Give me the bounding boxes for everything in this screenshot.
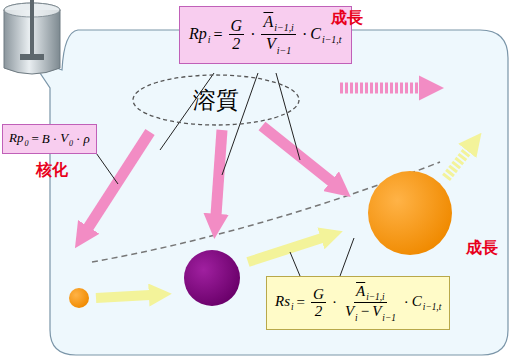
large-particle (368, 171, 452, 255)
operator: · (76, 131, 80, 147)
denominator: Vi−1 (264, 35, 293, 56)
symbol: G (313, 286, 324, 302)
subscript: i (355, 313, 358, 323)
fraction: G2 (311, 286, 326, 320)
annotation-label: 成長 (466, 238, 498, 259)
operator: = (214, 26, 223, 44)
subscript: 0 (69, 139, 73, 148)
symbol: Rs (275, 293, 290, 309)
subscripted-symbol: Ci−1,t (412, 293, 441, 312)
symbol: Rp (189, 25, 207, 42)
operator: − (361, 303, 369, 319)
nucleation-formula-box: Rp0=B·V0·ρ (2, 124, 97, 154)
subscripted-symbol: Rp0 (9, 130, 28, 148)
denominator: Vi−Vi−1 (343, 303, 398, 322)
subscripted-symbol: Vi−1 (266, 35, 291, 52)
nucleation-arrow (88, 132, 150, 228)
subscript: i (291, 302, 294, 312)
growth-formula-box: Rsi=G2·Ai−1,iVi−Vi−1·Ci−1,t (266, 276, 450, 330)
symbol: V (60, 130, 68, 145)
subscript: i−1,i (274, 22, 294, 33)
subscripted-symbol: Vi (345, 303, 358, 319)
subscripted-symbol: Rsi (275, 293, 294, 312)
operator: · (53, 131, 57, 147)
nucleus (69, 288, 89, 308)
symbol: V (266, 35, 276, 52)
operator: = (31, 131, 38, 147)
fraction: Ai−1,iVi−1 (261, 13, 295, 57)
class-arrow (446, 150, 468, 178)
symbol: A (263, 13, 273, 30)
symbol: ρ (83, 131, 89, 147)
denominator: 2 (313, 303, 325, 320)
solute-ellipse: 溶質 (132, 74, 300, 126)
outflow-arrow (340, 83, 420, 94)
class-arrow (248, 238, 322, 262)
subscript: i−1,i (366, 292, 384, 302)
operator: · (332, 294, 337, 311)
operator: · (250, 26, 255, 44)
numerator: Ai−1,i (354, 283, 387, 303)
growth-arrow (262, 126, 332, 182)
class-arrow (96, 295, 150, 298)
subscripted-symbol: Ai−1,i (356, 283, 385, 299)
leader-lines (94, 73, 354, 276)
particle (184, 250, 240, 306)
operator: · (302, 26, 307, 44)
subscripted-symbol: Rpi (189, 25, 211, 45)
symbol: Rp (9, 130, 23, 145)
fraction: G2 (229, 17, 245, 53)
subscript: i−1 (277, 45, 291, 56)
solute-label: 溶質 (193, 85, 239, 116)
subscript: i (208, 34, 211, 45)
denominator: 2 (230, 35, 242, 53)
symbol: C (310, 25, 321, 42)
symbol: 2 (232, 35, 240, 52)
symbol: V (372, 303, 381, 319)
symbol: G (231, 17, 243, 34)
rate-formula-box: Rpi=G2·Ai−1,iVi−1·Ci−1,t (179, 6, 352, 64)
operator: · (404, 294, 409, 311)
numerator: Ai−1,i (261, 13, 295, 35)
annotation-label: 成長 (331, 8, 363, 29)
numerator: G (229, 17, 245, 36)
operator: = (297, 294, 305, 311)
symbol: C (412, 293, 422, 309)
stirred-vessel (4, 0, 60, 74)
subscripted-symbol: Vi−1 (372, 303, 396, 319)
symbol: A (356, 283, 365, 299)
subscript: i−1,t (322, 34, 342, 45)
fraction: Ai−1,iVi−Vi−1 (343, 283, 398, 323)
numerator: G (311, 286, 326, 304)
symbol: V (345, 303, 354, 319)
subscripted-symbol: Ci−1,t (310, 25, 341, 45)
subscript: 0 (24, 139, 28, 148)
subscripted-symbol: V0 (60, 130, 73, 148)
symbol: 2 (315, 303, 323, 319)
subscript: i−1 (382, 313, 396, 323)
symbol: B (42, 131, 50, 147)
annotation-label: 核化 (36, 160, 68, 181)
subscript: i−1,t (423, 302, 441, 312)
solution-region (30, 30, 508, 355)
subscripted-symbol: Ai−1,i (263, 13, 293, 30)
growth-arrow (216, 130, 222, 215)
